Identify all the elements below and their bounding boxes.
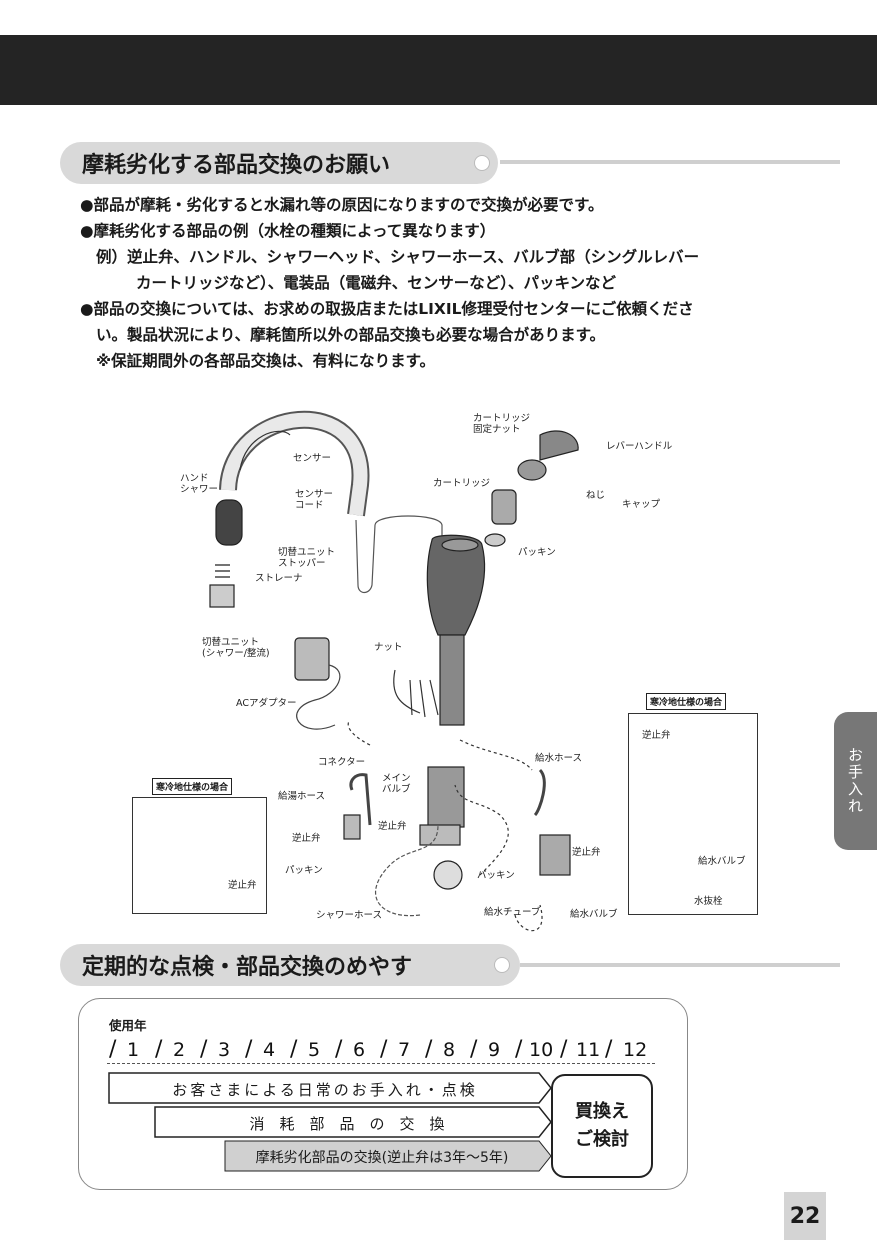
section-title-text: 定期的な点検・部品交換のめやす [82, 955, 413, 980]
year-tick: 6 [353, 1039, 366, 1061]
notice-line: 例）逆止弁、ハンドル、シャワーヘッド、シャワーホース、バルブ部（シングルレバー [96, 248, 700, 266]
year-tick: 2 [173, 1039, 186, 1061]
daily-care-row: お客さまによる日常のお手入れ・点検 [109, 1073, 541, 1105]
label-supply-hose: 給水ホース [535, 753, 583, 764]
notice-list: ●部品が摩耗・劣化すると水漏れ等の原因になりますので交換が必要です。 ●摩耗劣化… [80, 192, 840, 374]
label-check-valve-mid: 逆止弁 [378, 821, 407, 832]
year-divider: / [335, 1037, 343, 1062]
year-tick: 5 [308, 1039, 321, 1061]
notice-line: ※保証期間外の各部品交換は、有料になります。 [96, 352, 436, 370]
year-axis-line [107, 1063, 655, 1064]
wear-parts-row: 摩耗劣化部品の交換(逆止弁は3年〜5年) [225, 1141, 539, 1173]
label-cold-right-supply-valve: 給水バルブ [698, 856, 746, 867]
label-packing-top: パッキン [518, 547, 556, 558]
year-divider: / [425, 1037, 433, 1062]
section-dot-icon [494, 957, 510, 973]
cold-region-box-right [628, 713, 758, 915]
label-sensor: センサー [293, 453, 332, 464]
year-divider: / [200, 1037, 208, 1062]
label-hand-shower: ハンドシャワー [180, 473, 219, 495]
label-cartridge-nut: カートリッジ固定ナット [473, 413, 531, 435]
notice-line: い。製品状況により、摩耗箇所以外の部品交換も必要な場合があります。 [96, 326, 606, 344]
year-tick: 8 [443, 1039, 456, 1061]
consumables-text: 消 耗 部 品 の 交 換 [249, 1114, 445, 1133]
year-divider: / [155, 1037, 163, 1062]
year-divider: / [109, 1037, 117, 1062]
cold-region-box-left [132, 797, 267, 914]
section-title-inspection: 定期的な点検・部品交換のめやす [60, 944, 520, 986]
label-connector: コネクター [318, 757, 366, 768]
label-nut: ナット [374, 642, 403, 653]
year-divider: / [380, 1037, 388, 1062]
label-lever-handle: レバーハンドル [606, 441, 673, 452]
year-tick: 1 [127, 1039, 140, 1061]
label-screw: ねじ [586, 490, 606, 501]
label-hot-hose: 給湯ホース [278, 791, 326, 802]
year-tick: 11 [576, 1039, 601, 1061]
notice-line: ●部品が摩耗・劣化すると水漏れ等の原因になりますので交換が必要です。 [80, 196, 604, 214]
year-divider: / [245, 1037, 253, 1062]
care-tab[interactable]: お手入れ [834, 712, 877, 850]
header-bar [0, 35, 877, 105]
label-sensor-cord: センサーコード [295, 489, 334, 511]
label-check-valve-right: 逆止弁 [572, 847, 601, 858]
label-shower-hose: シャワーホース [316, 910, 383, 921]
buy-line-1: 買換え [575, 1101, 629, 1122]
label-supply-tube: 給水チューブ [484, 907, 541, 918]
buy-line-2: ご検討 [575, 1129, 629, 1150]
label-cap: キャップ [622, 499, 661, 510]
year-divider: / [290, 1037, 298, 1062]
label-packing-left: パッキン [285, 865, 323, 876]
schedule-arrows [108, 1072, 552, 1172]
label-supply-valve: 給水バルブ [570, 909, 618, 920]
notice-line: カートリッジなど）、電装品（電磁弁、センサーなど）、パッキンなど [136, 274, 617, 292]
year-tick: 10 [529, 1039, 554, 1061]
label-switch-unit: 切替ユニット(シャワー/整流) [202, 637, 270, 659]
label-main-valve: メインバルブ [382, 773, 411, 795]
label-cold-right-drain-plug: 水抜栓 [694, 896, 723, 907]
year-tick: 9 [488, 1039, 501, 1061]
daily-care-text: お客さまによる日常のお手入れ・点検 [172, 1080, 478, 1099]
label-ac-adapter: ACアダプター [236, 698, 297, 709]
notice-line: ●摩耗劣化する部品の例（水栓の種類によって異なります） [80, 222, 496, 240]
year-tick: 4 [263, 1039, 276, 1061]
section-title-text: 摩耗劣化する部品交換のお願い [82, 153, 391, 178]
section-rule [520, 963, 840, 967]
year-divider: / [515, 1037, 523, 1062]
replacement-consider-box: 買換え ご検討 [551, 1074, 653, 1178]
section-dot-icon [474, 155, 490, 171]
year-tick: 7 [398, 1039, 411, 1061]
label-switch-stopper: 切替ユニットストッパー [278, 547, 336, 569]
year-tick: 12 [623, 1039, 648, 1061]
inspection-schedule: 使用年 / 1 / 2 / 3 / 4 / 5 / 6 / 7 / 8 / 9 … [78, 998, 688, 1190]
section-rule [500, 160, 840, 164]
section-title-parts-replacement: 摩耗劣化する部品交換のお願い [60, 142, 498, 184]
wear-parts-text: 摩耗劣化部品の交換(逆止弁は3年〜5年) [255, 1150, 509, 1166]
label-cold-left-check-valve: 逆止弁 [228, 880, 257, 891]
page-number: 22 [784, 1192, 826, 1240]
years-label: 使用年 [109, 1018, 147, 1033]
label-cold-right-check-valve: 逆止弁 [642, 730, 671, 741]
label-strainer: ストレーナ [255, 573, 303, 584]
label-cartridge: カートリッジ [433, 478, 491, 489]
care-tab-label: お手入れ [846, 747, 864, 815]
consumables-row: 消 耗 部 品 の 交 換 [155, 1107, 539, 1139]
label-packing-right: パッキン [477, 870, 515, 881]
year-divider: / [470, 1037, 478, 1062]
year-divider: / [605, 1037, 613, 1062]
notice-line: ●部品の交換については、お求めの取扱店またはLIXIL修理受付センターにご依頼く… [80, 300, 694, 318]
cold-region-title-right: 寒冷地仕様の場合 [646, 693, 727, 710]
cold-region-title-left: 寒冷地仕様の場合 [152, 778, 233, 795]
year-divider: / [560, 1037, 568, 1062]
year-tick: 3 [218, 1039, 231, 1061]
label-check-valve-left: 逆止弁 [292, 833, 321, 844]
